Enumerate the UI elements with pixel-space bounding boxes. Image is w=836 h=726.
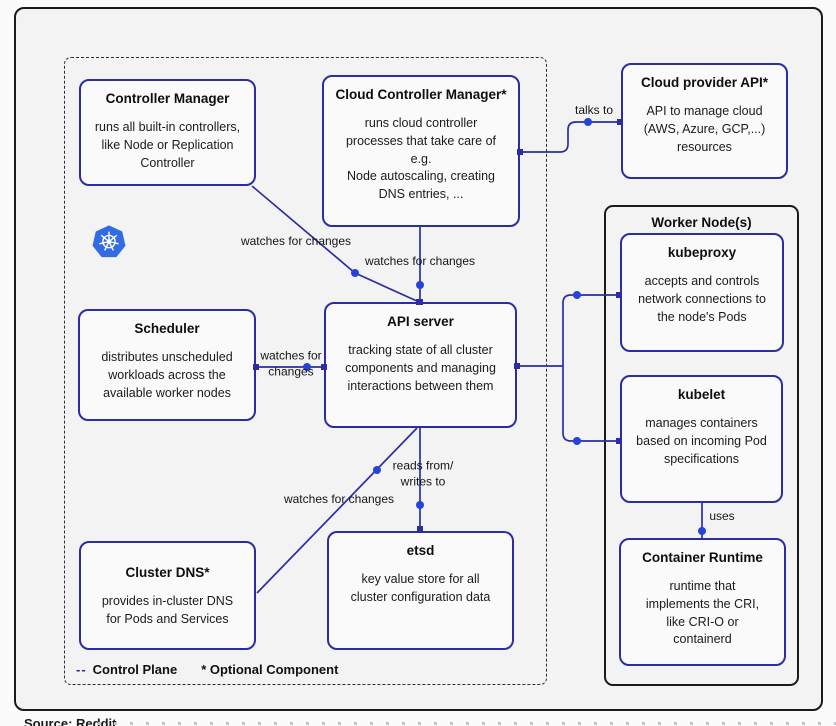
api-server-title: API server bbox=[387, 314, 454, 329]
etsd-description: key value store for all cluster configur… bbox=[350, 572, 491, 604]
controller-manager-description: runs all built-in controllers, like Node… bbox=[94, 120, 241, 170]
label-watches-for-changes-dns: watches for changes bbox=[283, 492, 395, 507]
api-server-box: API server tracking state of all cluster… bbox=[324, 302, 517, 428]
cloud-provider-api-title: Cloud provider API* bbox=[640, 75, 768, 90]
worker-node-container: Worker Node(s) bbox=[604, 205, 799, 686]
cloud-provider-api-description: API to manage cloud (AWS, Azure, GCP,...… bbox=[643, 104, 766, 154]
label-uses: uses bbox=[709, 509, 735, 524]
cloud-controller-manager-box: Cloud Controller Manager* runs cloud con… bbox=[322, 75, 520, 227]
cloud-controller-manager-description: runs cloud controller processes that tak… bbox=[345, 116, 497, 201]
label-watches-for-changes-ccm: watches for changes bbox=[364, 254, 476, 269]
control-plane-boundary bbox=[64, 57, 547, 685]
worker-node-title: Worker Node(s) bbox=[651, 215, 752, 230]
label-watches-for-changes-scheduler: watches for changes bbox=[260, 348, 322, 378]
legend-dash-sample: -- bbox=[76, 662, 87, 677]
controller-manager-box: Controller Manager runs all built-in con… bbox=[79, 79, 256, 186]
kubeproxy-description: accepts and controls network connections… bbox=[638, 274, 766, 324]
cluster-dns-description: provides in-cluster DNS for Pods and Ser… bbox=[101, 594, 234, 626]
cluster-dns-title: Cluster DNS* bbox=[125, 565, 210, 580]
kubernetes-logo-icon bbox=[91, 224, 127, 265]
scheduler-description: distributes unscheduled workloads across… bbox=[101, 350, 233, 400]
container-runtime-description: runtime that implements the CRI, like CR… bbox=[645, 579, 760, 647]
legend-optional-component: * Optional Component bbox=[201, 662, 338, 677]
scheduler-title: Scheduler bbox=[134, 321, 200, 336]
kubelet-box: kubelet manages containers based on inco… bbox=[620, 375, 783, 503]
label-reads-from-writes-to: reads from/ writes to bbox=[392, 458, 454, 488]
legend-control-plane: -- Control Plane bbox=[76, 662, 177, 677]
source-note: Source: Reddit bbox=[24, 716, 117, 726]
kubeproxy-title: kubeproxy bbox=[667, 245, 737, 260]
etsd-box: etsd key value store for all cluster con… bbox=[327, 531, 514, 650]
container-runtime-title: Container Runtime bbox=[642, 550, 763, 565]
controller-manager-title: Controller Manager bbox=[105, 91, 230, 106]
etsd-title: etsd bbox=[406, 543, 435, 558]
kubeproxy-box: kubeproxy accepts and controls network c… bbox=[620, 233, 784, 352]
bottom-dotted-line bbox=[98, 722, 836, 725]
label-watches-for-changes-cm: watches for changes bbox=[240, 234, 352, 249]
kubelet-title: kubelet bbox=[677, 387, 726, 402]
legend: -- Control Plane * Optional Component bbox=[76, 662, 338, 677]
scheduler-box: Scheduler distributes unscheduled worklo… bbox=[78, 309, 256, 421]
container-runtime-box: Container Runtime runtime that implement… bbox=[619, 538, 786, 666]
label-talks-to: talks to bbox=[574, 103, 614, 118]
legend-optional-label: * Optional Component bbox=[201, 662, 339, 677]
api-server-description: tracking state of all cluster components… bbox=[345, 343, 496, 393]
legend-control-plane-label: Control Plane bbox=[92, 662, 178, 677]
cloud-provider-api-box: Cloud provider API* API to manage cloud … bbox=[621, 63, 788, 179]
kubelet-description: manages containers based on incoming Pod… bbox=[636, 416, 767, 466]
cloud-controller-manager-title: Cloud Controller Manager* bbox=[335, 87, 507, 102]
cluster-dns-box: Cluster DNS* provides in-cluster DNS for… bbox=[79, 541, 256, 650]
